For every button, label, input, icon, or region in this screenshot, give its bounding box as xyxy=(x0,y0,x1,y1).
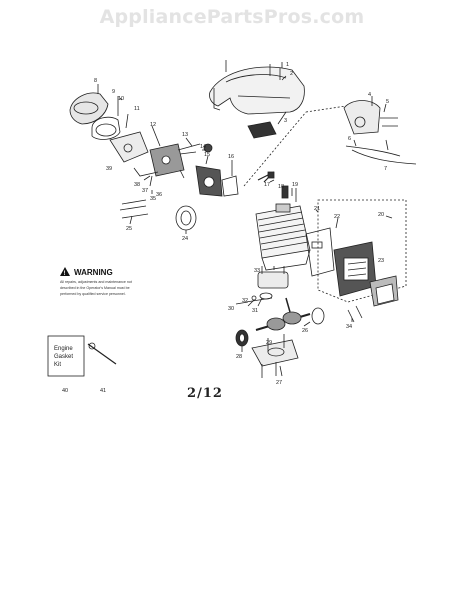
warning-line-1: All repairs, adjustments and maintenance… xyxy=(60,280,132,284)
callout-1: 1 xyxy=(286,62,289,68)
callout-2: 2 xyxy=(290,71,293,77)
callout-7: 7 xyxy=(384,166,387,172)
callout-13: 13 xyxy=(182,132,188,138)
piston-pin[interactable] xyxy=(245,292,273,303)
callout-19: 19 xyxy=(292,182,298,188)
callout-17: 17 xyxy=(264,182,270,188)
warning-title: WARNING xyxy=(74,268,113,277)
callout-25: 25 xyxy=(126,226,132,232)
mounting-studs[interactable] xyxy=(119,199,149,219)
callout-26: 26 xyxy=(302,328,308,334)
callout-9: 9 xyxy=(112,89,115,95)
callout-35: 35 xyxy=(150,196,156,202)
warning-line-2: described in the Operator's Manual must … xyxy=(60,286,130,290)
decompression-valve[interactable] xyxy=(281,185,297,202)
callout-8: 8 xyxy=(94,78,97,84)
engine-gasket-kit-box[interactable] xyxy=(47,335,85,377)
cylinder-cover[interactable] xyxy=(209,66,305,115)
kit-line-2: Gasket xyxy=(54,354,73,360)
callout-32: 32 xyxy=(242,298,248,304)
callout-31: 31 xyxy=(252,308,258,314)
callout-28: 28 xyxy=(236,354,242,360)
cylinder[interactable] xyxy=(255,203,311,271)
callout-18: 18 xyxy=(278,184,284,190)
bracket[interactable] xyxy=(221,175,239,197)
callout-14: 14 xyxy=(200,144,206,150)
engine-gasket-kit-label: Engine Gasket Kit xyxy=(54,346,73,368)
callout-38: 38 xyxy=(134,182,140,188)
callout-15: 15 xyxy=(204,152,210,158)
muffler-gasket[interactable] xyxy=(305,227,335,277)
crankshaft[interactable] xyxy=(255,297,311,331)
callout-16: 16 xyxy=(228,154,234,160)
air-filter[interactable] xyxy=(91,116,121,140)
callout-21: 21 xyxy=(314,206,320,212)
callout-40: 40 xyxy=(62,388,68,394)
muffler[interactable] xyxy=(333,241,377,297)
warning-block: ! WARNING All repairs, adjustments and m… xyxy=(60,267,132,296)
callout-22: 22 xyxy=(334,214,340,220)
warning-line-3: performed by qualified service personnel… xyxy=(60,292,126,296)
muffler-bolts[interactable] xyxy=(347,305,363,323)
intake-gasket[interactable] xyxy=(175,205,197,231)
svg-text:!: ! xyxy=(64,271,66,277)
callout-27: 27 xyxy=(276,380,282,386)
callout-23: 23 xyxy=(378,258,384,264)
callout-33: 33 xyxy=(254,268,260,274)
callout-5: 5 xyxy=(386,99,389,105)
callout-20: 20 xyxy=(378,212,384,218)
crankcase[interactable] xyxy=(251,339,299,367)
callout-4: 4 xyxy=(368,92,371,98)
callout-41: 41 xyxy=(100,388,106,394)
service-tool[interactable] xyxy=(87,342,117,365)
intake-boot[interactable] xyxy=(195,165,223,197)
carburetor-adapter[interactable] xyxy=(109,131,149,163)
page-number: 2/12 xyxy=(187,386,223,401)
crankcase-bearings[interactable] xyxy=(235,307,325,347)
callout-37: 37 xyxy=(142,188,148,194)
muffler-screen[interactable] xyxy=(369,275,399,307)
callout-3: 3 xyxy=(284,118,287,124)
kit-line-1: Engine xyxy=(54,346,73,352)
callout-labels: 1 2 3 4 5 6 7 8 9 10 11 12 13 14 15 16 1… xyxy=(62,62,389,394)
callout-36: 36 xyxy=(156,192,162,198)
spark-plug[interactable] xyxy=(257,171,275,183)
choke-rod[interactable] xyxy=(133,167,159,177)
callout-29: 29 xyxy=(266,340,272,346)
callout-24: 24 xyxy=(182,236,188,242)
callout-30: 30 xyxy=(228,306,234,312)
watermark: AppliancePartsPros.com xyxy=(99,6,365,28)
piston[interactable] xyxy=(257,266,289,289)
callout-11: 11 xyxy=(134,106,140,112)
callout-10: 10 xyxy=(118,96,124,102)
filter-pad[interactable] xyxy=(247,121,277,139)
cover-screws[interactable] xyxy=(225,60,281,80)
crankcase-screws[interactable] xyxy=(261,334,285,378)
warning-triangle-icon xyxy=(60,267,70,276)
air-filter-housing[interactable] xyxy=(69,92,109,125)
callout-6: 6 xyxy=(348,136,351,142)
callout-12: 12 xyxy=(150,122,156,128)
carburetor[interactable] xyxy=(149,143,185,187)
kit-line-3: Kit xyxy=(54,362,61,368)
callout-34: 34 xyxy=(346,324,352,330)
ignition-module[interactable] xyxy=(343,100,417,165)
callout-39: 39 xyxy=(106,166,112,172)
